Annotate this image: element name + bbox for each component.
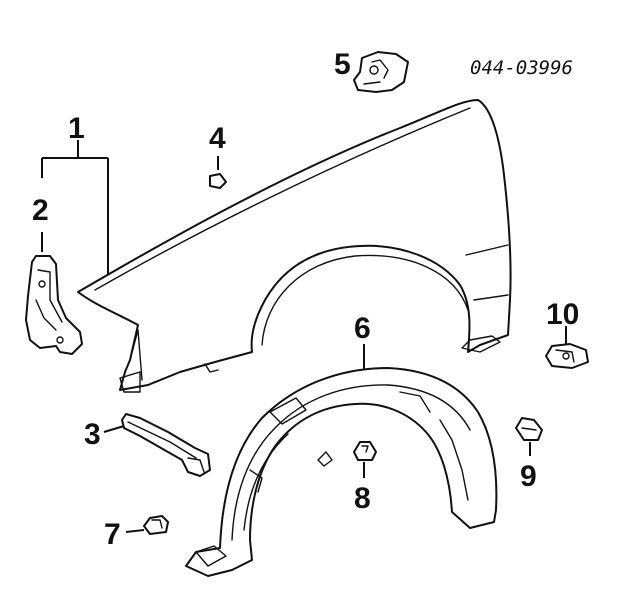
support-bracket	[103, 413, 211, 477]
callout-4: 4	[209, 122, 226, 155]
fender-liner	[185, 344, 498, 577]
callout-6: 6	[354, 312, 371, 345]
clip-10	[545, 326, 589, 369]
fender-bracket	[25, 255, 83, 355]
clip-7	[125, 515, 169, 535]
callout-2: 2	[32, 194, 49, 227]
clip-bracket-5	[353, 51, 409, 93]
callout-5: 5	[334, 48, 351, 81]
callout-3: 3	[84, 418, 101, 451]
leader-lines-1-2	[41, 140, 109, 275]
callout-10: 10	[546, 298, 579, 331]
clip-4	[209, 156, 227, 189]
reference-code: 044-03996	[470, 57, 573, 79]
callout-9: 9	[520, 460, 537, 493]
grommet-9	[515, 417, 543, 456]
callout-7: 7	[104, 518, 121, 551]
fender	[77, 99, 512, 393]
callout-8: 8	[354, 482, 371, 515]
callout-1: 1	[68, 112, 85, 145]
push-clip-8	[353, 441, 377, 478]
